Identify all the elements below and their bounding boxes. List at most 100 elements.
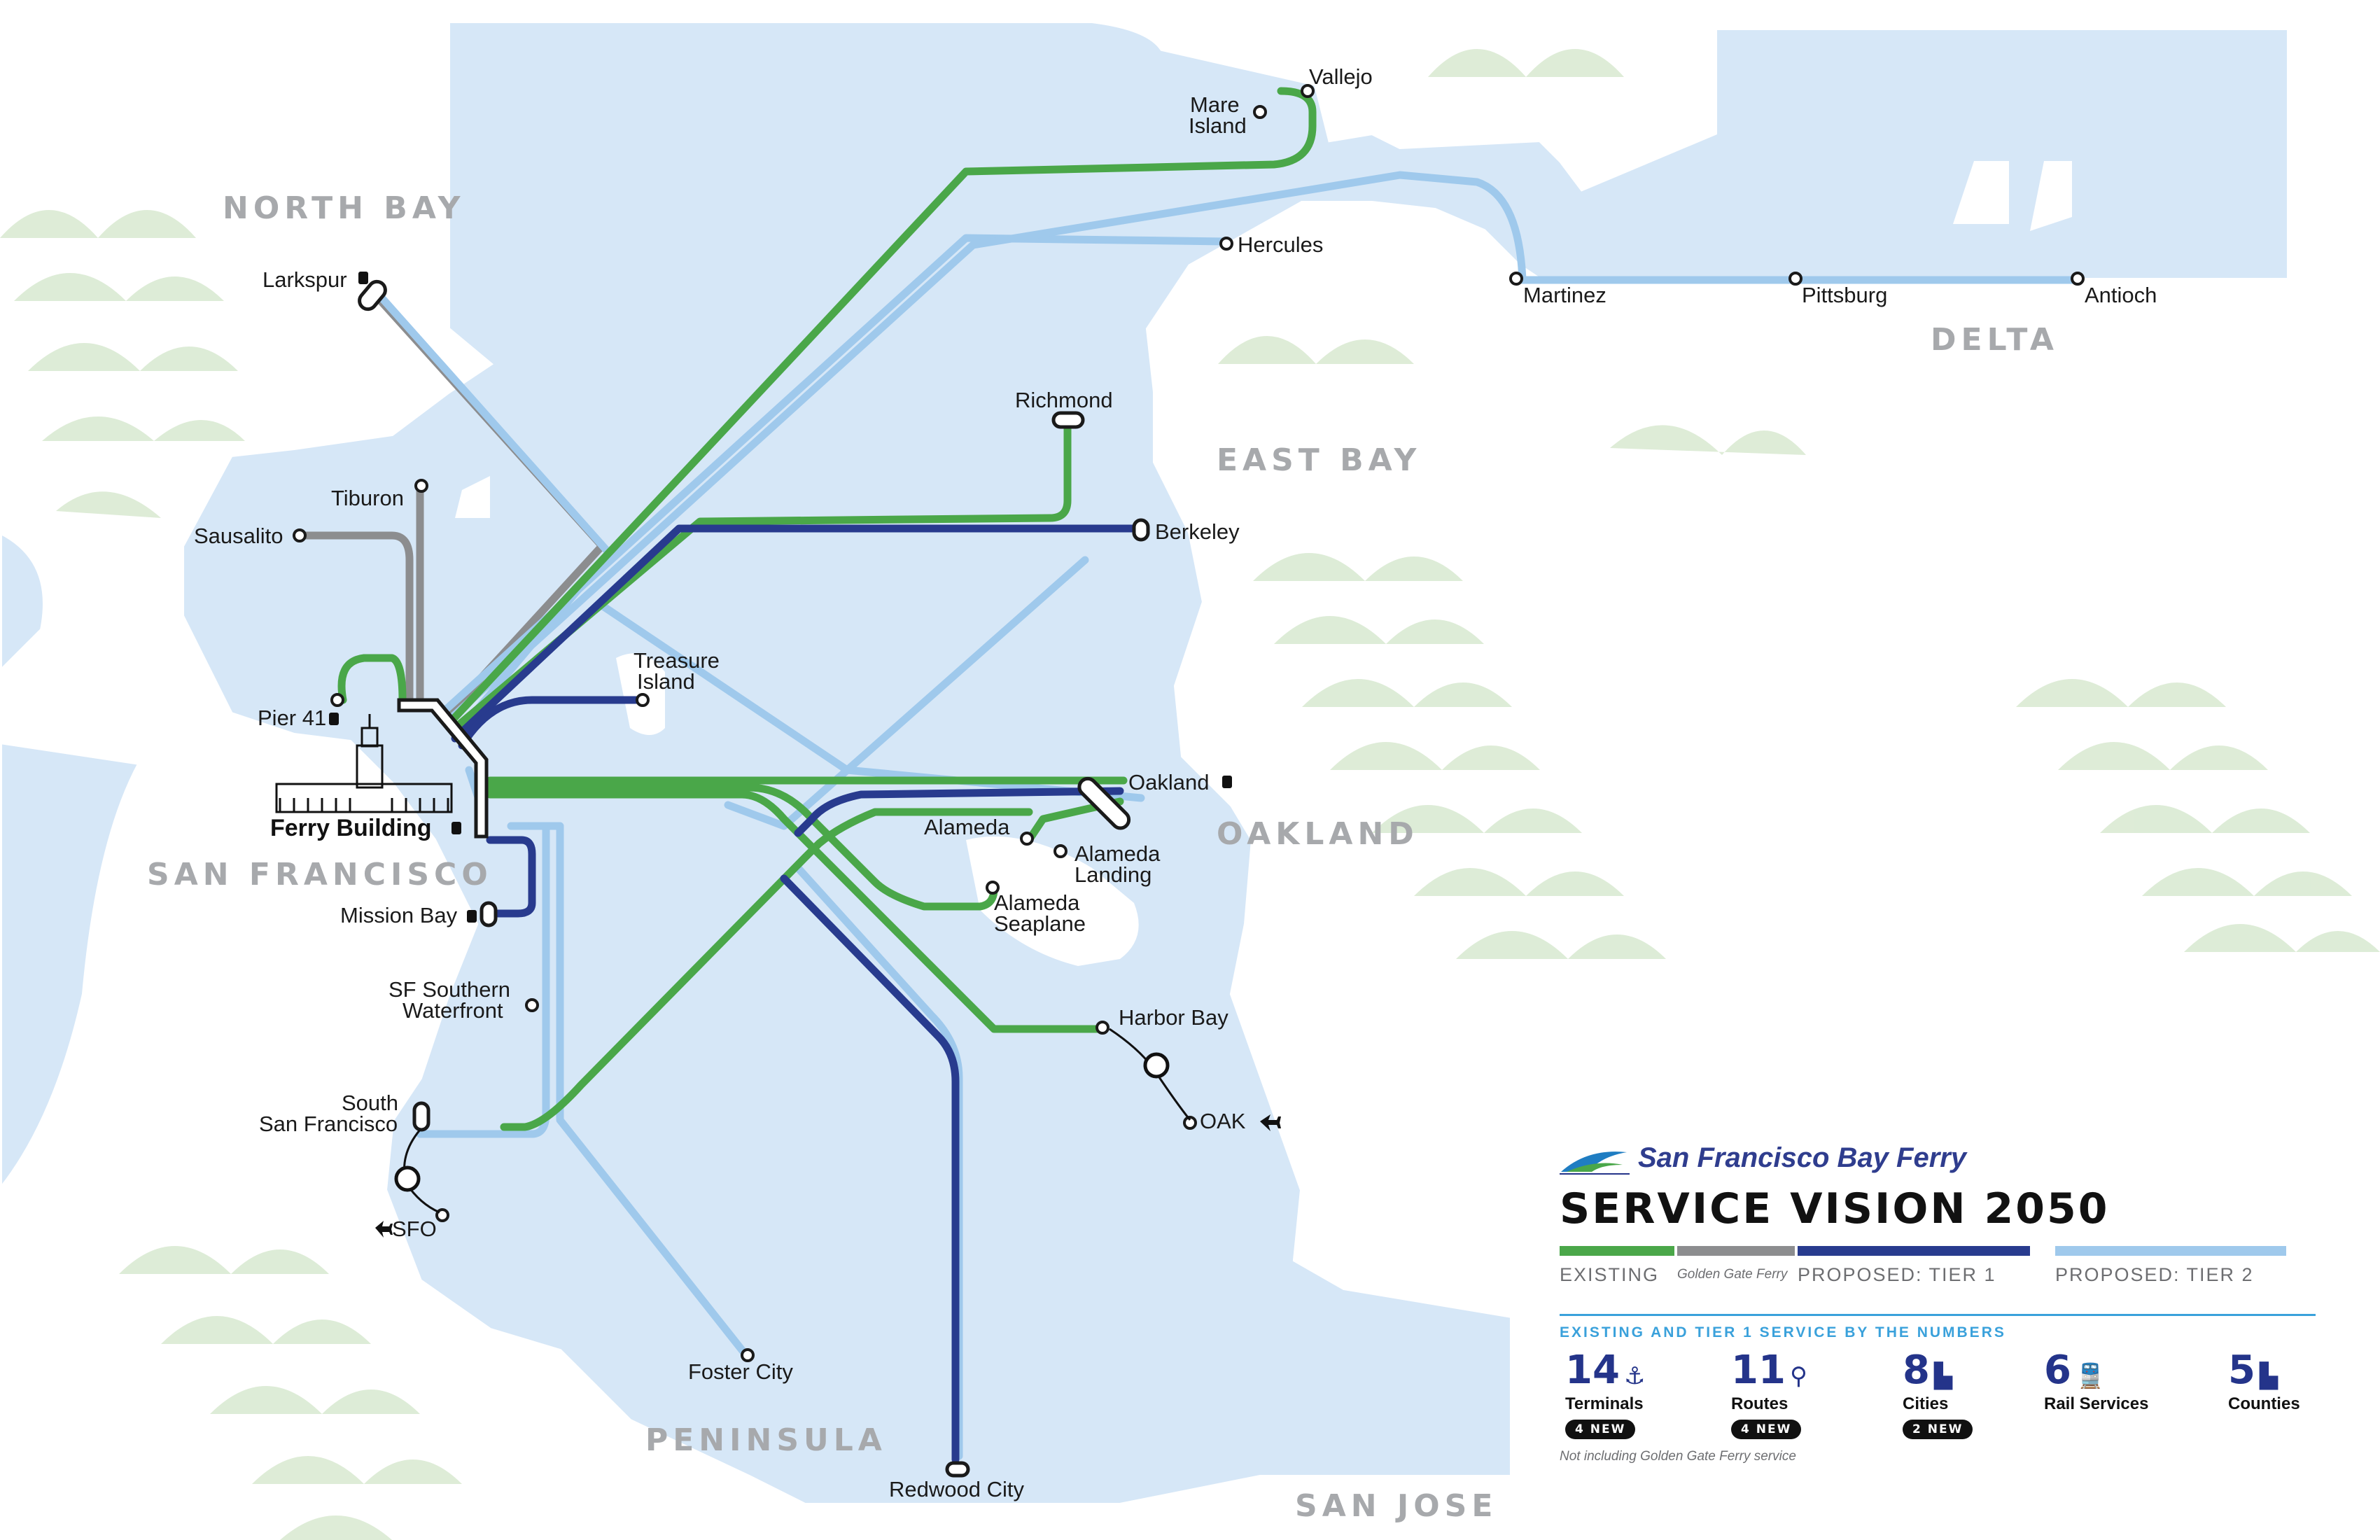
train-icon (358, 272, 368, 284)
region-oakland: OAKLAND (1217, 816, 1419, 852)
station-oakland-marker (1077, 776, 1131, 830)
label-oakland: Oakland (1128, 770, 1209, 794)
station-redwood-city-marker (945, 1461, 970, 1478)
station-alameda-landing-marker (1054, 844, 1068, 858)
station-south-sf-marker (412, 1101, 430, 1132)
label-alameda: Alameda (924, 815, 1010, 839)
brand-header: San Francisco Bay Ferry (1560, 1141, 2316, 1175)
station-markers[interactable] (293, 84, 2085, 1478)
train-icon (329, 713, 339, 725)
region-san-jose: SAN JOSE (1295, 1488, 1497, 1524)
label-pier41: Pier 41 (258, 706, 326, 730)
legend-keys: EXISTING Golden Gate Ferry PROPOSED: TIE… (1560, 1246, 2316, 1286)
legend-tier1: PROPOSED: TIER 1 (1798, 1246, 2055, 1286)
label-larkspur: Larkspur (262, 267, 347, 292)
station-harbor-bay-marker (1096, 1021, 1110, 1035)
footnote: Not including Golden Gate Ferry service (1560, 1449, 1796, 1464)
stat-counties: 5▙ Counties (2228, 1348, 2300, 1414)
label-treasure-island-1: Treasure (634, 648, 720, 673)
badge-new: 2 NEW (1903, 1420, 1973, 1439)
legend-golden-gate: Golden Gate Ferry (1677, 1246, 1798, 1286)
station-hercules-marker (1219, 237, 1233, 251)
train-icon (467, 910, 477, 923)
label-tiburon: Tiburon (331, 486, 404, 510)
service-stats: 14⚓ Terminals 4 NEW 11⚲ Routes 4 NEW 8▙ … (1560, 1351, 2316, 1449)
station-alameda-marker (1020, 832, 1034, 846)
service-vision-title: SERVICE VISION 2050 (1560, 1184, 2110, 1233)
label-alameda-seaplane-1: Alameda (994, 890, 1080, 915)
label-alameda-landing-2: Landing (1074, 862, 1152, 887)
label-sfo: SFO (392, 1217, 437, 1241)
label-sf-southern-waterfront-2: Waterfront (402, 998, 503, 1023)
station-sausalito-marker (293, 528, 307, 542)
county-buildings-icon: ▙ (2259, 1362, 2278, 1390)
badge-new: 4 NEW (1731, 1420, 1802, 1439)
label-south-sf-1: South (342, 1091, 398, 1115)
train-icon (451, 822, 461, 834)
legend-existing: EXISTING (1560, 1246, 1677, 1286)
airplane-icon (375, 1221, 393, 1238)
station-mission-bay-marker (479, 901, 498, 927)
legend-tier2: PROPOSED: TIER 2 (2055, 1246, 2288, 1286)
label-sausalito: Sausalito (194, 524, 284, 548)
label-sf-southern-waterfront-1: SF Southern (388, 977, 510, 1002)
station-oak-marker (1183, 1116, 1197, 1130)
routes-tier1 (451, 524, 1138, 1464)
ferry-building-terminal[interactable] (397, 698, 489, 839)
airport-connectors (394, 1028, 1191, 1214)
region-north-bay: NORTH BAY (223, 190, 465, 226)
station-berkeley-marker (1132, 518, 1150, 542)
label-redwood-city: Redwood City (889, 1477, 1024, 1502)
label-richmond: Richmond (1015, 388, 1113, 412)
station-vallejo-marker (1301, 84, 1315, 98)
airplane-icon (1260, 1114, 1281, 1131)
station-larkspur-marker (358, 279, 387, 312)
label-harbor-bay: Harbor Bay (1119, 1005, 1228, 1030)
station-treasure-island-marker (636, 693, 650, 707)
train-icon (1222, 776, 1232, 788)
stat-terminals: 14⚓ Terminals 4 NEW (1565, 1351, 1645, 1439)
label-south-sf-2: San Francisco (259, 1112, 398, 1136)
station-foster-city-marker (741, 1348, 755, 1362)
label-mission-bay: Mission Bay (340, 903, 458, 927)
label-ferry-building: Ferry Building (270, 815, 431, 841)
station-tiburon-marker (414, 479, 428, 493)
region-peninsula: PENINSULA (645, 1422, 887, 1458)
station-labels: Vallejo Mare Island Hercules Martinez Pi… (194, 64, 2157, 1502)
numbers-heading: EXISTING AND TIER 1 SERVICE BY THE NUMBE… (1560, 1324, 2006, 1340)
label-pittsburg: Pittsburg (1802, 283, 1887, 307)
label-martinez: Martinez (1523, 283, 1606, 307)
route-pin-icon: ⚲ (1789, 1362, 1807, 1390)
label-oak: OAK (1200, 1109, 1246, 1133)
station-alameda-seaplane-marker (986, 881, 1000, 895)
routes-existing (337, 87, 1317, 1131)
ferry-building-illustration (275, 714, 453, 813)
stat-routes: 11⚲ Routes 4 NEW (1731, 1351, 1807, 1439)
ferry-logo-icon (1560, 1152, 1630, 1175)
label-treasure-island-2: Island (637, 669, 695, 694)
stat-rail-services: 6🚆 Rail Services (2044, 1348, 2149, 1414)
anchor-icon: ⚓ (1623, 1362, 1646, 1390)
station-antioch-marker (2071, 272, 2085, 286)
hills (0, 49, 2380, 1540)
station-richmond-marker (1051, 411, 1085, 429)
bay-water (0, 19, 2291, 1507)
label-hercules: Hercules (1238, 232, 1323, 257)
region-delta: DELTA (1931, 322, 2059, 358)
station-pier41-marker (330, 693, 344, 707)
label-mare-island-2: Island (1189, 113, 1247, 138)
station-martinez-marker (1509, 272, 1523, 286)
train-icon: 🚆 (2075, 1362, 2106, 1390)
region-east-bay: EAST BAY (1217, 442, 1421, 478)
brand-name: San Francisco Bay Ferry (1638, 1142, 1967, 1173)
label-antioch: Antioch (2085, 283, 2157, 307)
region-labels: NORTH BAY EAST BAY DELTA OAKLAND SAN FRA… (147, 190, 2059, 1524)
label-vallejo: Vallejo (1309, 64, 1373, 89)
label-alameda-seaplane-2: Seaplane (994, 911, 1086, 936)
label-foster-city: Foster City (688, 1359, 793, 1384)
station-mare-island-marker (1253, 105, 1267, 119)
city-icon: ▙ (1933, 1362, 1953, 1390)
legend-divider (1560, 1314, 2316, 1316)
label-alameda-landing-1: Alameda (1074, 841, 1161, 866)
